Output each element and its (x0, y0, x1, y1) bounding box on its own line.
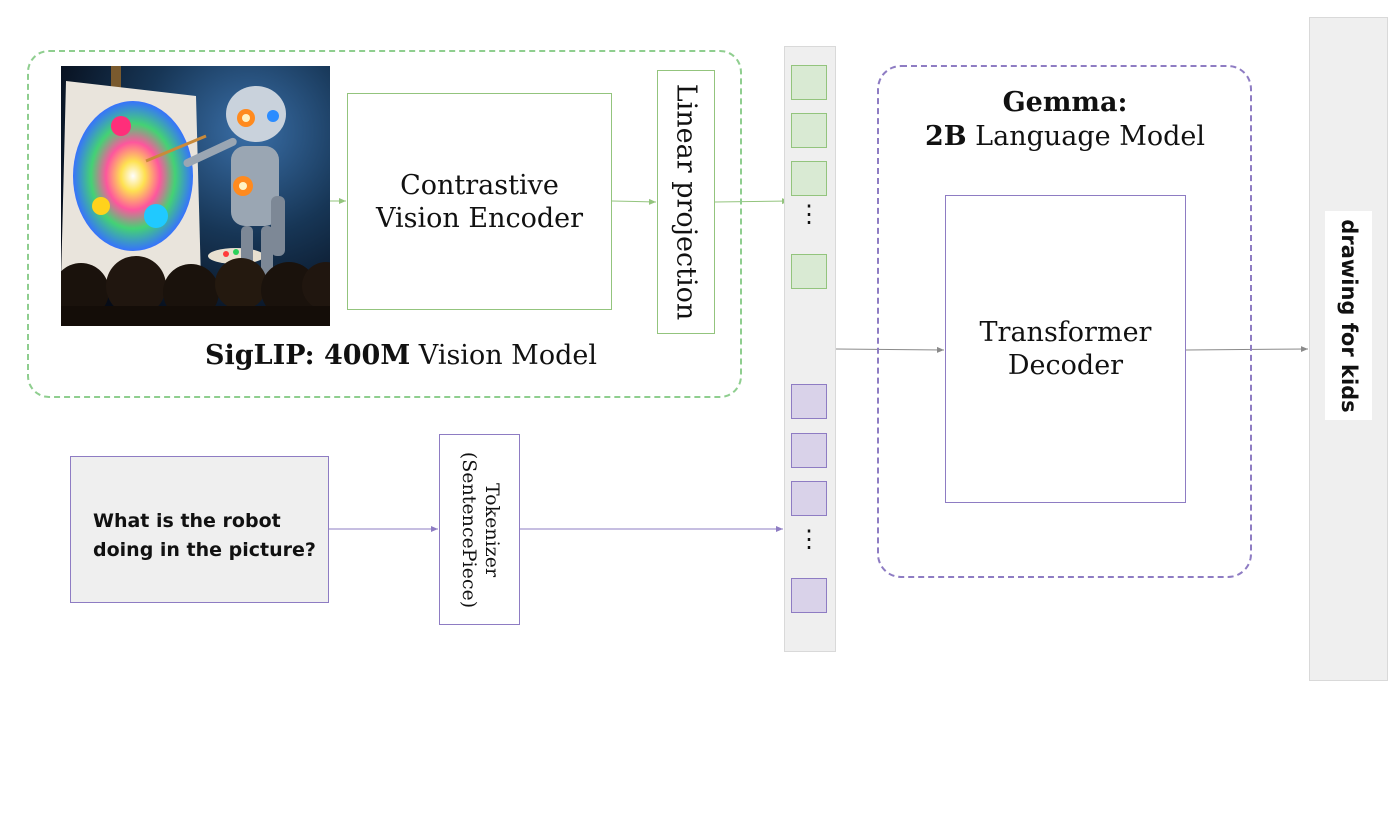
image-token (791, 65, 827, 100)
language-model-size: 2B (924, 121, 967, 152)
vision-model-title-bold: SigLIP: 400M (205, 340, 411, 371)
tokenizer-block: Tokenizer (SentencePiece) (439, 434, 520, 625)
image-token (791, 254, 827, 289)
vision-model-group (27, 50, 742, 398)
text-token-ellipsis: ⋮ (797, 525, 821, 553)
text-token (791, 384, 827, 419)
text-token (791, 578, 827, 613)
transformer-decoder-block: Transformer Decoder (945, 195, 1186, 503)
question-text: What is the robot doing in the picture? (93, 510, 316, 561)
vision-encoder-block: Contrastive Vision Encoder (347, 93, 612, 310)
language-model-title: Gemma: 2B Language Model (900, 86, 1230, 154)
robot-painting-image (61, 66, 330, 326)
output-text-card: drawing for kids (1325, 211, 1372, 420)
image-token (791, 161, 827, 196)
text-token (791, 481, 827, 516)
language-model-group (877, 65, 1252, 578)
vision-model-title: SigLIP: 400M Vision Model (205, 340, 597, 371)
question-input-box: What is the robot doing in the picture? (70, 456, 329, 603)
arrow-tokens-to-decoder (835, 346, 945, 353)
image-token-ellipsis: ⋮ (797, 200, 821, 228)
output-text: drawing for kids (1336, 218, 1361, 413)
image-token (791, 113, 827, 148)
vision-encoder-label: Contrastive Vision Encoder (375, 169, 584, 234)
transformer-decoder-label: Transformer Decoder (979, 317, 1152, 381)
input-image (61, 66, 330, 326)
linear-projection-label: Linear projection (670, 83, 702, 321)
language-model-title-line1: Gemma: (1002, 87, 1128, 118)
tokenizer-label: Tokenizer (SentencePiece) (457, 451, 503, 608)
linear-projection-block: Linear projection (657, 70, 715, 334)
arrow-decoder-to-output (1185, 346, 1309, 353)
language-model-title-rest: Language Model (975, 121, 1206, 152)
vision-model-title-rest: Vision Model (418, 340, 597, 371)
arrow-projection-to-tokens (714, 198, 790, 205)
arrow-encoder-to-projection (611, 198, 657, 205)
text-token (791, 433, 827, 468)
